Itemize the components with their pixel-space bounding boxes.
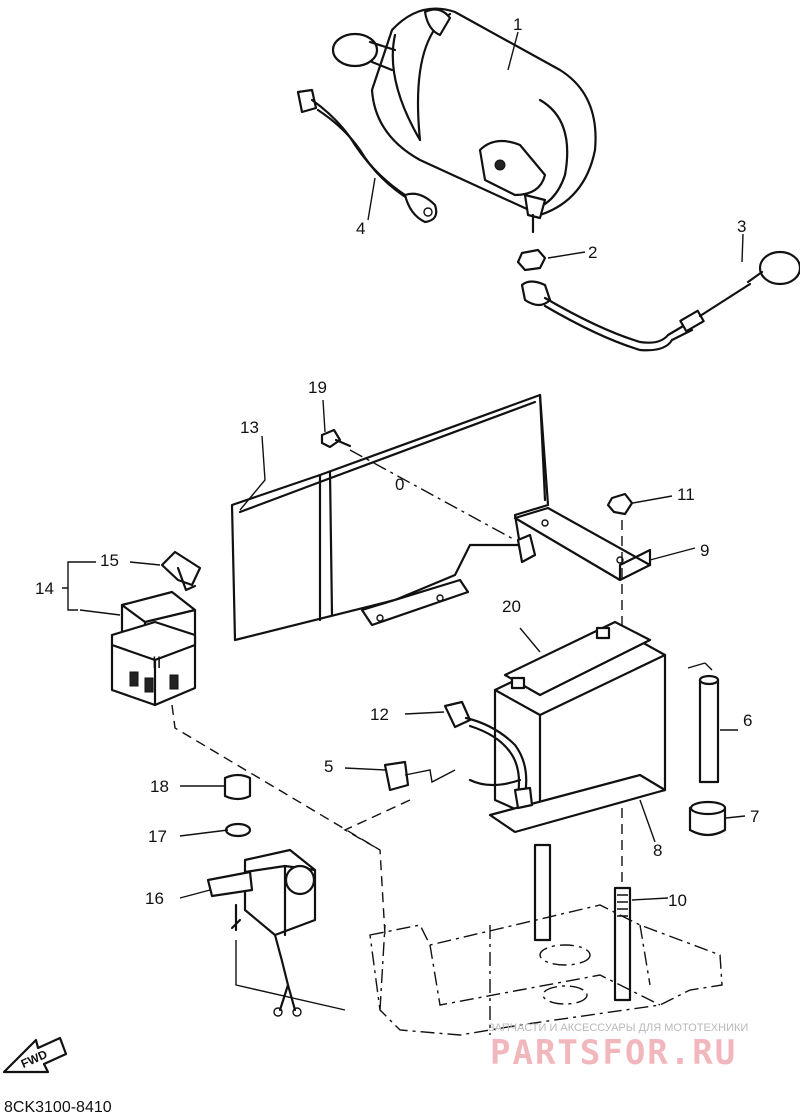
short-bolt xyxy=(533,843,552,942)
callout-14: 14 xyxy=(35,579,54,598)
screw-centerline xyxy=(349,449,516,541)
watermark-logo: PARTSFOR.RU xyxy=(490,1033,737,1073)
callout-numbers: 1 2 3 4 5 6 7 8 9 10 11 12 13 14 15 16 1… xyxy=(35,15,759,910)
earth-lead xyxy=(296,88,438,224)
callout-7: 7 xyxy=(750,807,759,826)
relay-assembly xyxy=(206,848,346,1017)
flange-nut xyxy=(606,492,634,516)
callout-13: 13 xyxy=(240,418,259,437)
svg-text:0: 0 xyxy=(395,475,404,494)
frame-base xyxy=(369,904,723,1036)
svg-text:II: II xyxy=(152,653,161,672)
callout-16: 16 xyxy=(145,889,164,908)
callout-4: 4 xyxy=(356,219,365,238)
callout-18: 18 xyxy=(150,777,169,796)
battery-bracket xyxy=(513,506,652,582)
main-fuse xyxy=(160,550,202,592)
fwd-arrow-icon: FWD xyxy=(2,1036,68,1074)
callout-9: 9 xyxy=(700,541,709,560)
callout-8: 8 xyxy=(653,841,662,860)
callout-12: 12 xyxy=(370,705,389,724)
diagram-code: 8CK3100-8410 xyxy=(4,1099,112,1116)
callout-5: 5 xyxy=(324,757,333,776)
tube xyxy=(687,662,720,784)
callout-10: 10 xyxy=(668,891,687,910)
callout-19: 19 xyxy=(308,378,327,397)
callout-6: 6 xyxy=(743,711,752,730)
relay-wire-route xyxy=(171,704,386,936)
starter-relay: II xyxy=(110,590,197,707)
callout-17: 17 xyxy=(148,827,167,846)
collar xyxy=(223,773,252,801)
nut xyxy=(516,248,547,272)
starter-motor xyxy=(331,7,597,234)
watermark: ЗАПЧАСТИ И АКСЕССУАРЫ ДЛЯ МОТОТЕХНИКИ PA… xyxy=(488,1022,748,1073)
harness-route xyxy=(343,799,411,851)
battery-cover xyxy=(230,393,550,642)
starter-motor-lead xyxy=(520,250,800,352)
callout-3: 3 xyxy=(737,217,746,236)
long-bolt xyxy=(613,886,632,1002)
washer xyxy=(224,822,252,838)
callout-11: 11 xyxy=(677,485,695,504)
battery-leads xyxy=(383,700,534,810)
battery-plate xyxy=(488,773,667,834)
callout-15: 15 xyxy=(100,551,119,570)
screw xyxy=(320,428,352,449)
callout-1: 1 xyxy=(513,15,522,34)
leader-lines xyxy=(62,31,746,901)
callout-20: 20 xyxy=(502,597,521,616)
watermark-caption: ЗАПЧАСТИ И АКСЕССУАРЫ ДЛЯ МОТОТЕХНИКИ xyxy=(488,1022,748,1034)
callout-2: 2 xyxy=(588,243,597,262)
grommet xyxy=(688,800,727,837)
